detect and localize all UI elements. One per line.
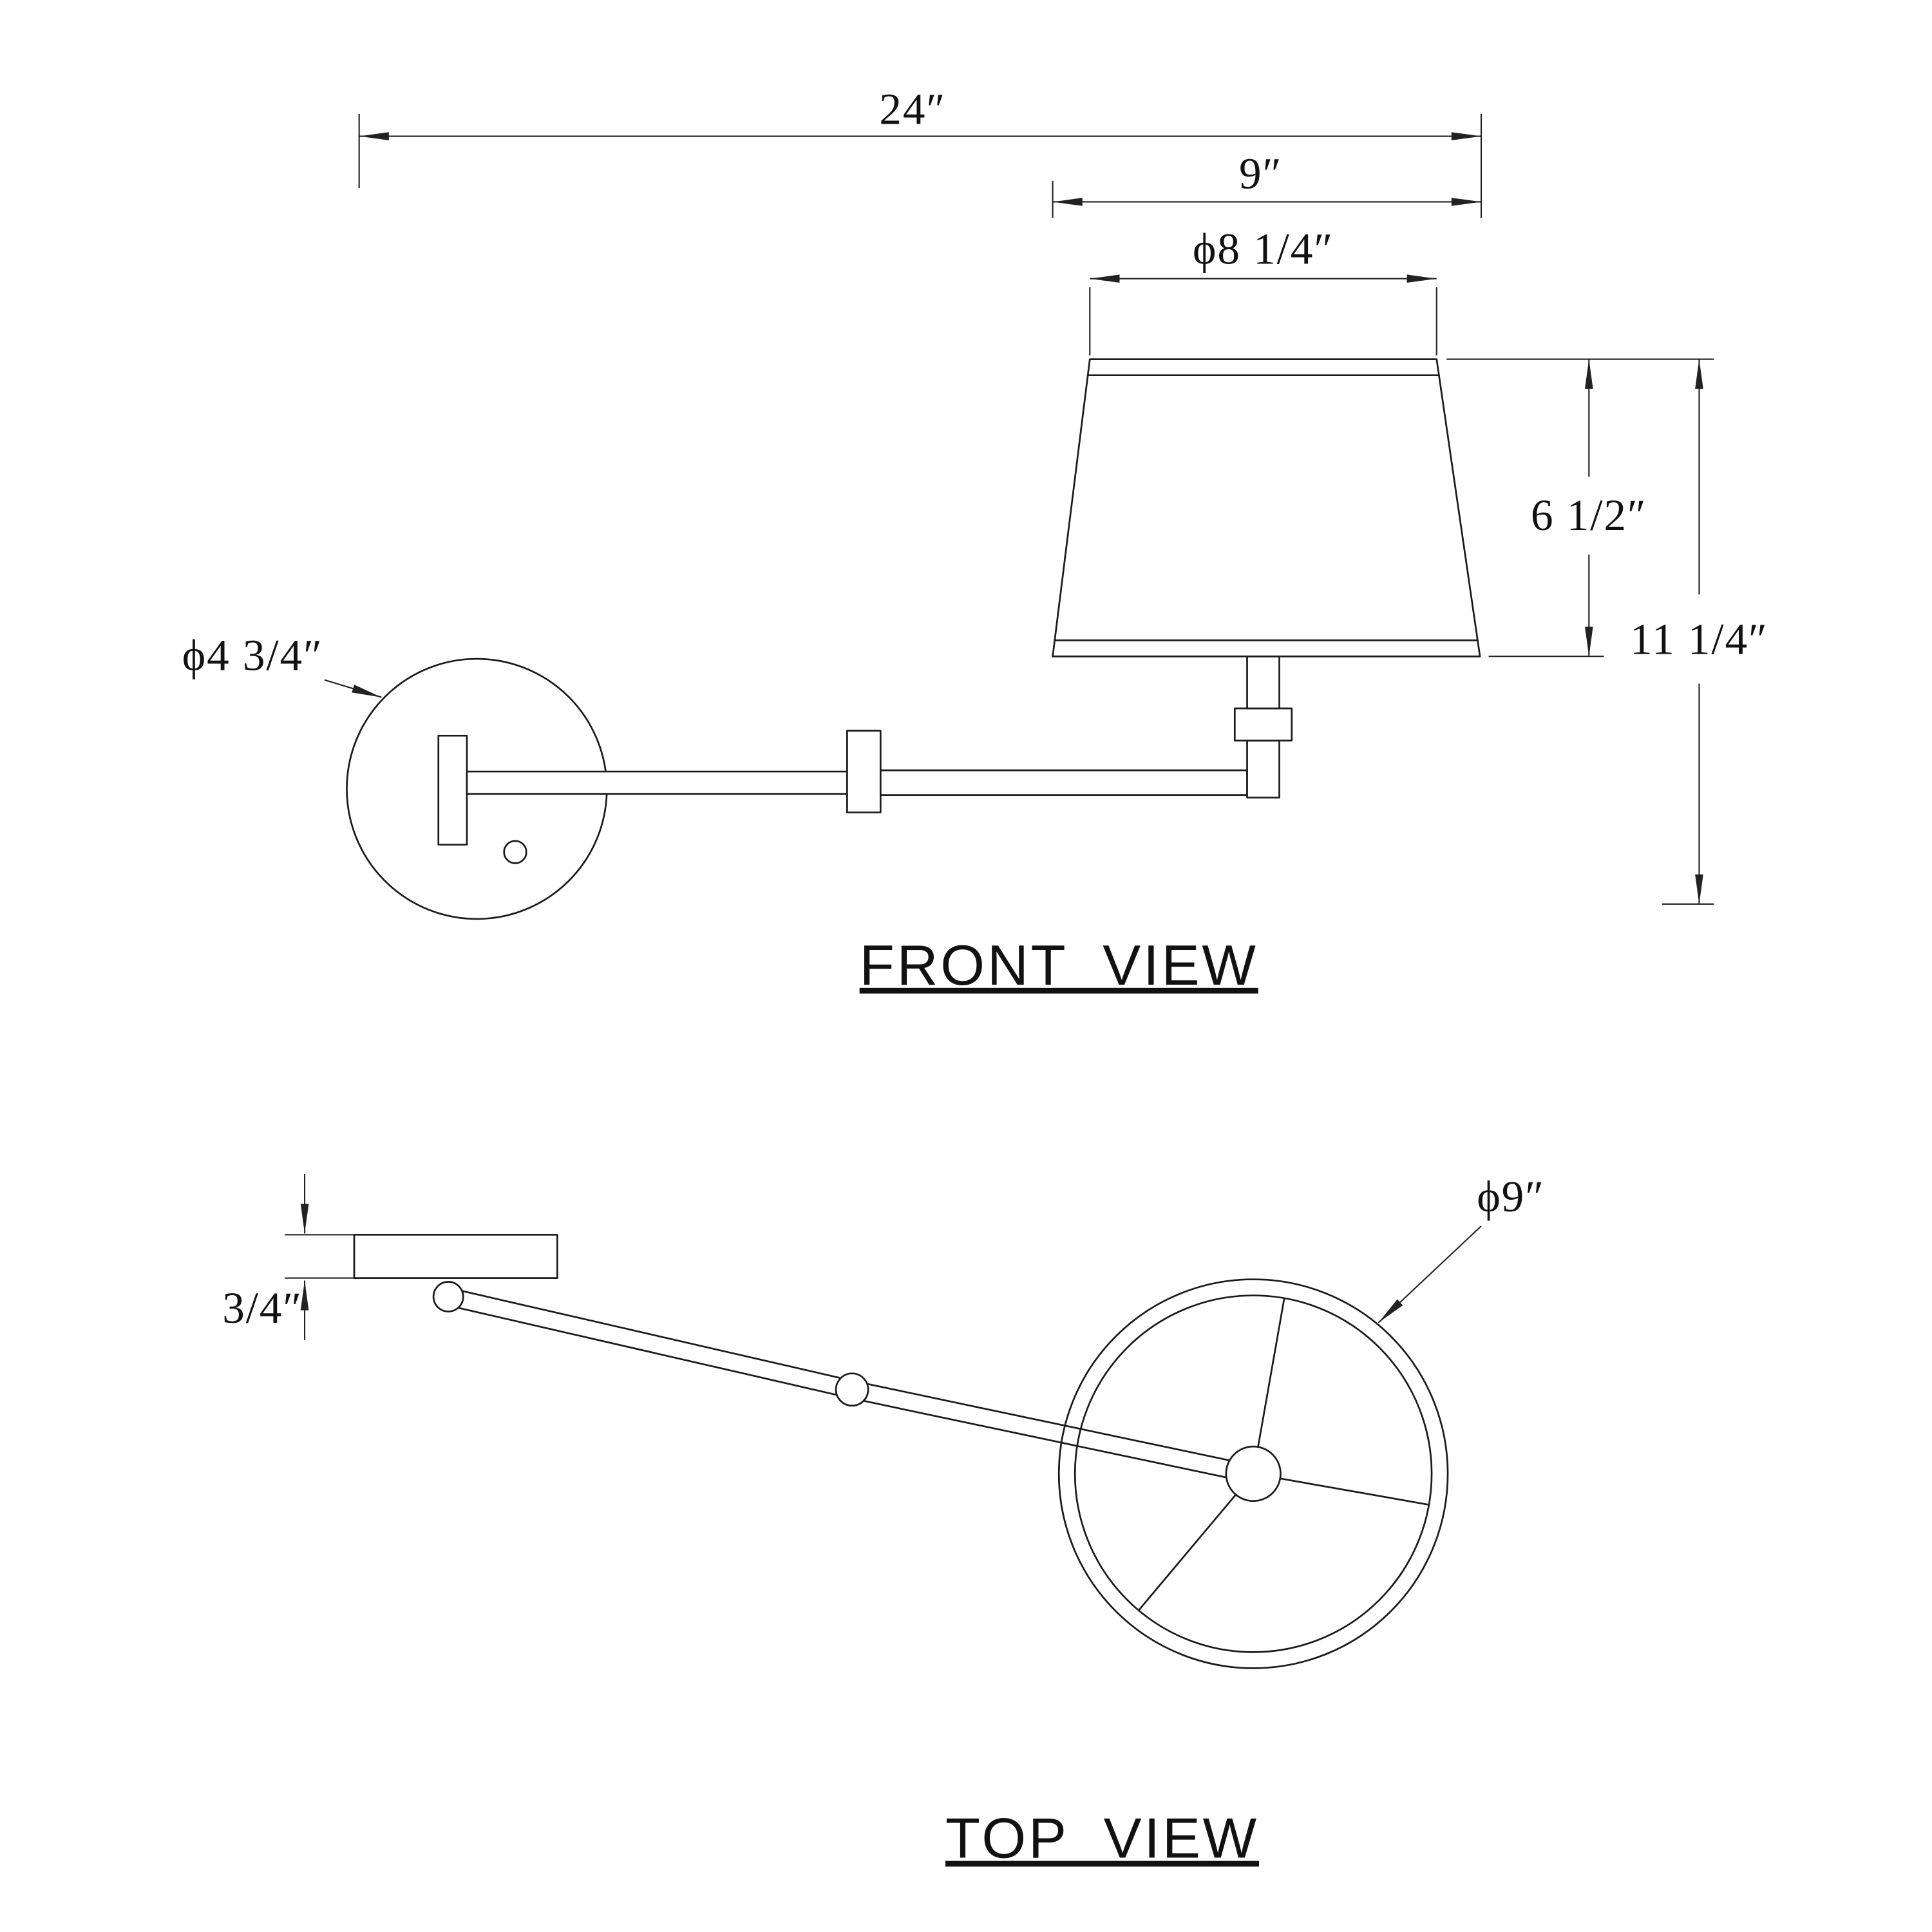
top-view-geometry (353, 1233, 1449, 1669)
dim-overall-width-label: 24″ (879, 84, 946, 133)
shade-joint (1246, 739, 1280, 799)
top-view-caption: TOP VIEW (945, 1806, 1259, 1870)
dim-shade-bottom-width-label: 9″ (1239, 148, 1282, 198)
shade-inner-ring (1074, 1294, 1433, 1653)
center-hub (1225, 1445, 1282, 1502)
front-view-dimensions: 24″ 9″ ϕ8 1/4″ ϕ4 3/4″ 6 1/2″ 11 1/4″ (182, 84, 1768, 905)
mounting-bracket (437, 734, 468, 846)
dim-backplate-diameter-label: ϕ4 3/4″ (182, 630, 323, 679)
top-view-dimensions: 3/4″ ϕ9″ (222, 1171, 1545, 1340)
backplate-top (353, 1233, 558, 1279)
dim-overall-height-label: 11 1/4″ (1630, 614, 1768, 663)
front-view-geometry (346, 358, 1481, 920)
front-view: 24″ 9″ ϕ8 1/4″ ϕ4 3/4″ 6 1/2″ 11 1/4″ FR… (182, 84, 1768, 997)
spoke-top (1252, 1297, 1285, 1475)
arm-bottom-edge-b (849, 1397, 1250, 1483)
top-view: 3/4″ ϕ9″ TOP VIEW (222, 1171, 1545, 1870)
wall-pivot-top (432, 1281, 464, 1312)
arm-top-edge-b (853, 1380, 1254, 1466)
arm-top-edge-a (449, 1287, 855, 1382)
dim-plate-thickness-label: 3/4″ (222, 1283, 303, 1332)
swing-arm-segment-a (466, 770, 848, 795)
swivel-collar (1233, 707, 1293, 742)
dim-shade-diameter-label: ϕ9″ (1477, 1171, 1545, 1221)
shade-outer-ring (1057, 1278, 1449, 1669)
spoke-right (1252, 1473, 1430, 1506)
spoke-lower-left (1137, 1473, 1255, 1611)
dim-shade-top-diameter-label: ϕ8 1/4″ (1193, 224, 1334, 274)
leader-backplate-diameter (324, 679, 382, 698)
front-view-caption: FRONT VIEW (860, 933, 1258, 997)
elbow-pivot-top (835, 1372, 869, 1407)
lamp-shade-front (1052, 358, 1481, 658)
arm-bottom-edge-a (445, 1304, 851, 1399)
switch-knob (503, 840, 527, 864)
leader-shade-diameter (1378, 1226, 1482, 1323)
shade-neck (1246, 655, 1280, 710)
swing-arm-segment-b (879, 769, 1248, 796)
dim-shade-height-label: 6 1/2″ (1531, 490, 1647, 540)
elbow-joint-front (846, 730, 882, 813)
